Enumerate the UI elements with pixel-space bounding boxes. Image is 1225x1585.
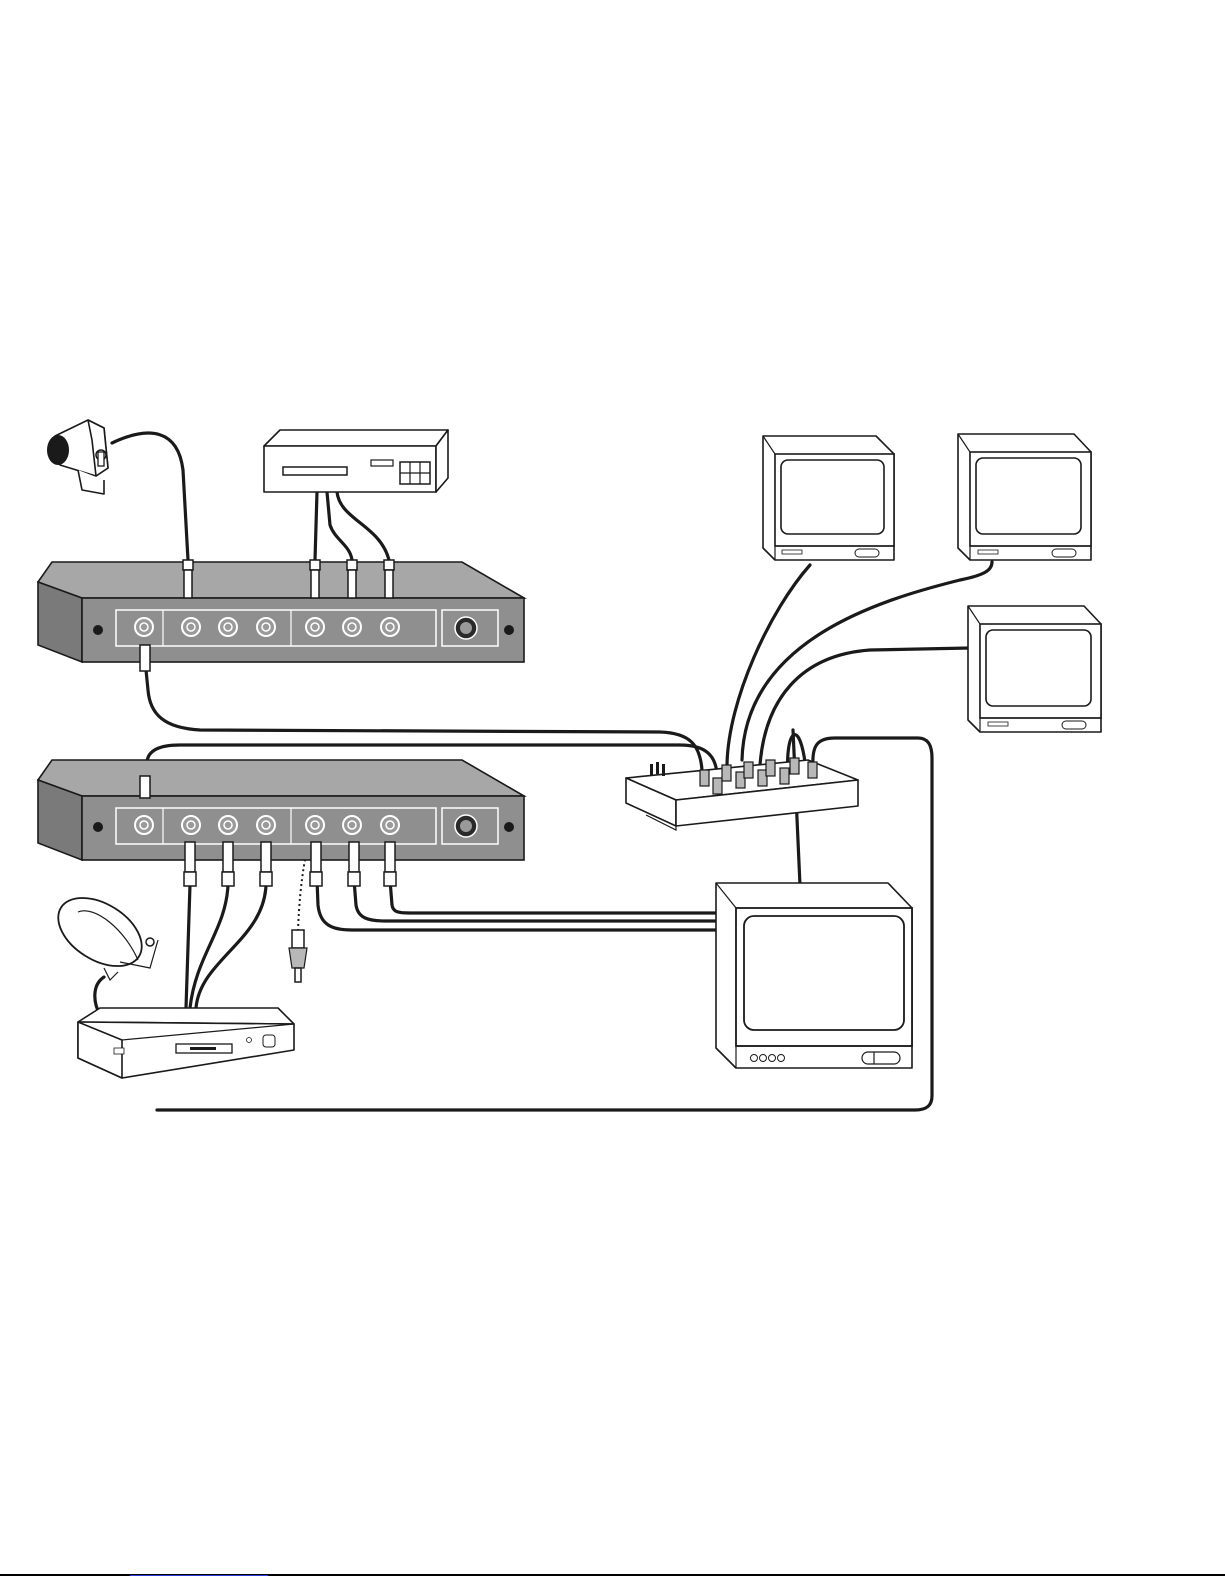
vcr-icon	[264, 430, 448, 492]
switcher-top-icon	[38, 560, 524, 671]
footer-link-underline[interactable]	[130, 1575, 268, 1576]
rca-plug-icon	[289, 930, 307, 982]
cable-amp-monitor-2	[742, 562, 992, 760]
monitor-2-icon	[958, 434, 1091, 560]
cable-switcher-monitor-a	[390, 880, 716, 913]
monitor-1-icon	[763, 436, 894, 560]
satellite-receiver-icon	[78, 1008, 294, 1078]
cable-vcr-switcher-1	[315, 492, 317, 560]
distribution-amp-icon	[626, 758, 858, 830]
cable-switcher-top-amp	[146, 670, 702, 770]
switcher-bottom-icon	[38, 760, 524, 886]
cable-receiver-switcher-1	[186, 885, 190, 1008]
cable-receiver-switcher-3	[196, 885, 266, 1008]
monitor-main-icon	[716, 883, 912, 1068]
satellite-dish-icon	[46, 884, 158, 980]
cable-amp-monitor-3	[760, 648, 970, 765]
security-camera-icon	[47, 420, 108, 494]
amp-switch-icon	[650, 762, 665, 776]
monitor-3-icon	[968, 606, 1101, 732]
cable-receiver-switcher-2	[190, 885, 228, 1008]
cable-vcr-switcher-3	[337, 492, 389, 560]
cable-switcher-monitor-b	[354, 880, 716, 921]
cable-camera-switcher	[112, 433, 188, 560]
